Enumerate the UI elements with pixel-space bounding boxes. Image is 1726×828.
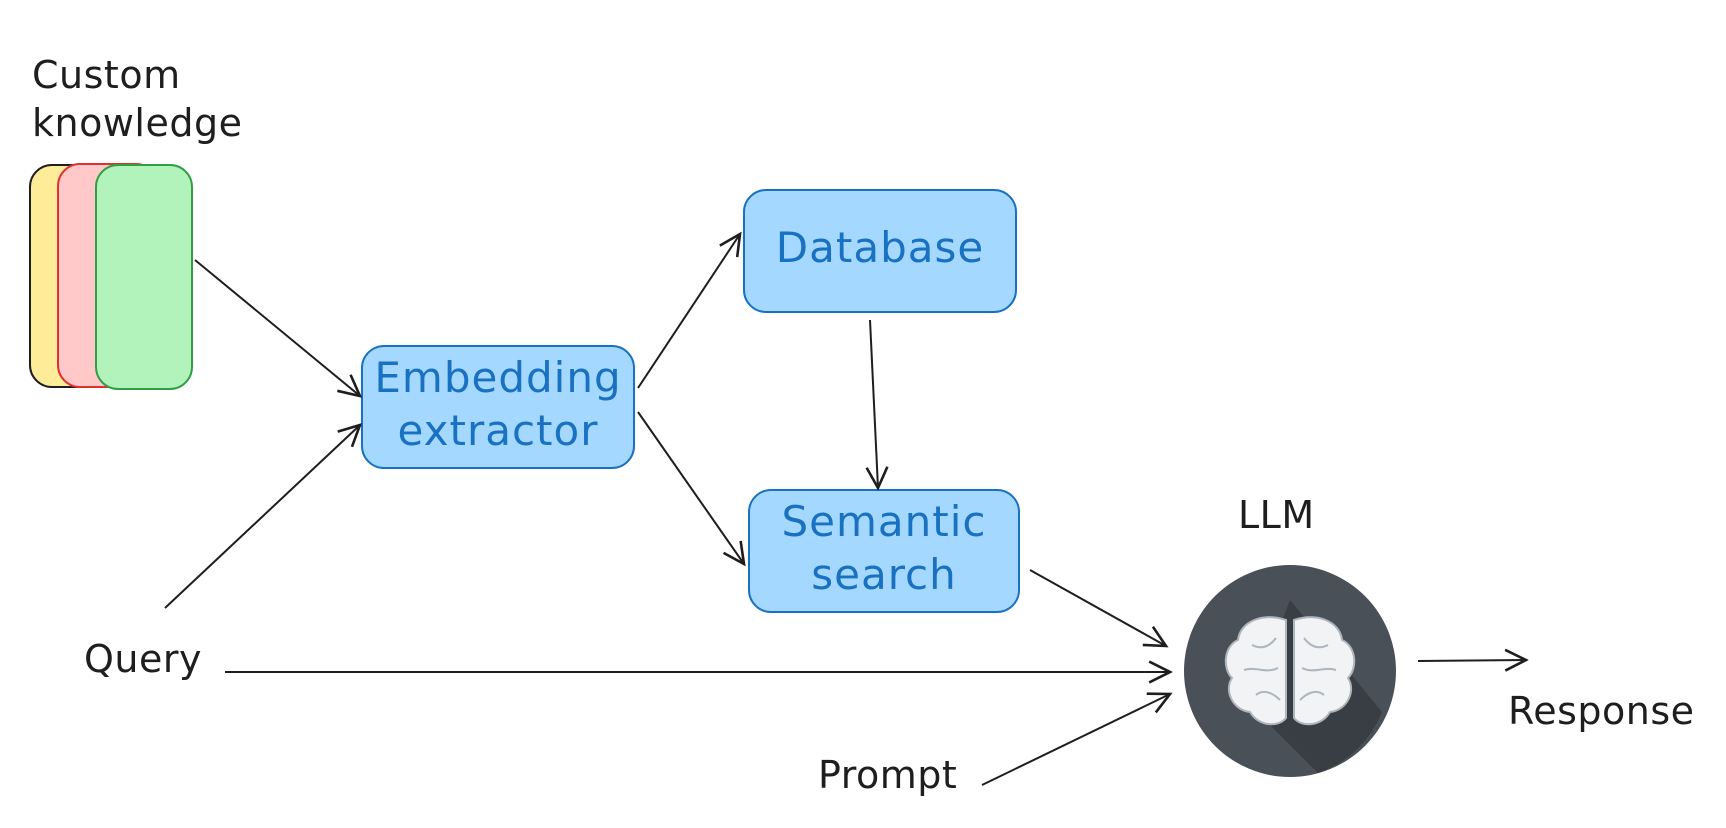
doc-green bbox=[95, 164, 193, 390]
llm-label: LLM bbox=[1238, 493, 1315, 537]
database-box bbox=[743, 189, 1017, 313]
response-label: Response bbox=[1508, 689, 1695, 733]
embedding-line1: Embedding bbox=[374, 353, 622, 402]
embedding-extractor-label: Embedding extractor bbox=[362, 352, 634, 457]
semantic-search-label: Semantic search bbox=[749, 496, 1019, 601]
arrow-database-to-semantic bbox=[870, 319, 878, 488]
arrow-query-to-embedding bbox=[164, 425, 360, 609]
llm-node bbox=[1184, 565, 1396, 777]
embedding-line2: extractor bbox=[397, 405, 599, 455]
custom-knowledge-line2: knowledge bbox=[32, 100, 243, 145]
semantic-line2: search bbox=[811, 549, 957, 599]
brain-icon bbox=[1224, 616, 1356, 726]
custom-knowledge-label: Custom knowledge bbox=[32, 52, 242, 147]
database-label: Database bbox=[775, 223, 985, 272]
arrow-llm-to-response bbox=[1417, 660, 1526, 661]
arrow-embedding-to-semantic bbox=[637, 411, 744, 564]
arrow-prompt-to-llm bbox=[981, 694, 1170, 786]
arrow-semantic-to-llm bbox=[1029, 569, 1166, 646]
prompt-label: Prompt bbox=[818, 753, 958, 797]
custom-knowledge-docs bbox=[29, 163, 193, 390]
embedding-extractor-box bbox=[361, 345, 635, 469]
query-label: Query bbox=[84, 637, 202, 681]
custom-knowledge-line1: Custom bbox=[32, 53, 181, 97]
arrow-embedding-to-database bbox=[637, 234, 740, 389]
semantic-line1: Semantic bbox=[781, 497, 987, 546]
arrow-knowledge-to-embedding bbox=[194, 259, 360, 396]
